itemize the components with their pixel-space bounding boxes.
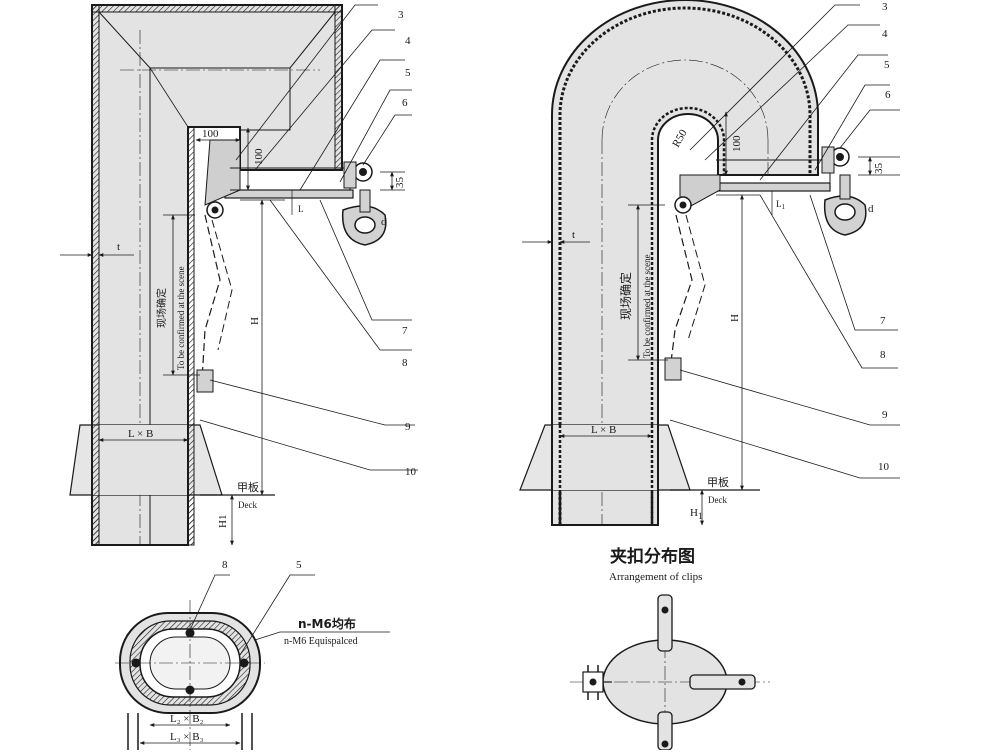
- right-gooseneck-body: [551, 0, 819, 526]
- left-callout-5: 5: [405, 67, 411, 79]
- clip-right: [689, 674, 756, 690]
- left-dim-100-vertical: 100: [253, 148, 265, 165]
- left-open-lid-path: [201, 214, 221, 381]
- right-dim-h: H: [729, 314, 741, 322]
- left-deck-cn: 甲板: [237, 480, 259, 494]
- right-clip-d: [823, 174, 867, 236]
- left-view-labels: 3 4 5 6 7 8 9 10 100 100 35 t H H1 L L ×…: [117, 9, 417, 528]
- left-right-wall: [334, 4, 343, 171]
- right-scene-cn: 现场确定: [618, 272, 633, 320]
- plan-bolts-en: n-M6 Equispalced: [284, 636, 358, 647]
- plan-dim-l2b2: L₂ × B₂: [170, 713, 204, 725]
- left-dim-lxb: L × B: [128, 428, 153, 440]
- left-dim-100-horizontal: 100: [202, 128, 219, 140]
- right-dim-r50: R50: [670, 127, 690, 149]
- left-clip-d: [341, 189, 387, 246]
- clips-arrangement-view: [570, 594, 770, 751]
- right-dim-h1: H1: [690, 507, 702, 521]
- plan-bolt-right: [239, 658, 249, 668]
- clips-view-labels: 夹扣分布图 Arrangement of clips: [609, 546, 702, 583]
- right-dim-35: 35: [873, 163, 885, 175]
- right-dim-l1: L1: [776, 199, 786, 211]
- right-dim-100-vertical: 100: [731, 135, 743, 152]
- left-scene-cn: 现场确定: [155, 288, 168, 328]
- right-scene-en: To be confirmed at the scene: [642, 254, 652, 358]
- left-callout-4: 4: [405, 35, 411, 47]
- plan-callout-5: 5: [296, 559, 302, 571]
- left-callout-6: 6: [402, 97, 408, 109]
- right-open-lid-path: [669, 214, 693, 371]
- right-callout-9: 9: [882, 409, 888, 421]
- clip-left-handle: [582, 665, 612, 700]
- right-deck-cn: 甲板: [707, 475, 729, 489]
- clips-title-en: Arrangement of clips: [609, 571, 702, 583]
- right-label-d: d: [868, 203, 874, 215]
- plan-bolts-cn: n-M6均布: [298, 616, 356, 631]
- clips-title-cn: 夹扣分布图: [610, 546, 695, 567]
- left-scene-en: To be confirmed at the scene: [176, 266, 186, 370]
- right-dim-lxb: L × B: [591, 424, 616, 436]
- left-callout-7: 7: [402, 325, 408, 337]
- left-callout-8: 8: [402, 357, 408, 369]
- right-dim-t: t: [572, 229, 575, 241]
- left-lid-plate: [224, 189, 354, 199]
- plan-bolt-left: [131, 658, 141, 668]
- left-ventilator-view: [60, 4, 418, 546]
- left-dim-t: t: [117, 241, 120, 253]
- plan-dim-l3b3: L₃ × B₃: [170, 731, 204, 743]
- plan-callout-8: 8: [222, 559, 228, 571]
- right-ventilator-view: [519, 0, 900, 526]
- left-top-wall: [91, 4, 343, 13]
- right-callout-10: 10: [878, 461, 890, 473]
- left-dim-l1: L: [298, 204, 304, 214]
- left-dim-35: 35: [394, 177, 406, 189]
- left-label-d: d: [381, 216, 387, 228]
- plan-view-labels: 8 5 n-M6均布 n-M6 Equispalced L₂ × B₂ L₃ ×…: [170, 559, 358, 743]
- right-callout-3: 3: [882, 1, 888, 13]
- plan-bolt-bottom: [185, 685, 195, 695]
- right-callout-6: 6: [885, 89, 891, 101]
- left-dim-h: H: [249, 317, 261, 325]
- left-dim-h1: H1: [217, 515, 229, 528]
- clip-top: [657, 594, 673, 652]
- right-deck-en: Deck: [708, 495, 727, 505]
- right-callout-4: 4: [882, 28, 888, 40]
- left-callout-10: 10: [405, 466, 417, 478]
- right-callout-8: 8: [880, 349, 886, 361]
- left-deck-en: Deck: [238, 500, 257, 510]
- left-callout-9: 9: [405, 421, 411, 433]
- plan-bolt-top: [185, 628, 195, 638]
- left-callout-3: 3: [398, 9, 404, 21]
- right-callout-7: 7: [880, 315, 886, 327]
- plan-view: [115, 574, 390, 750]
- right-callout-5: 5: [884, 59, 890, 71]
